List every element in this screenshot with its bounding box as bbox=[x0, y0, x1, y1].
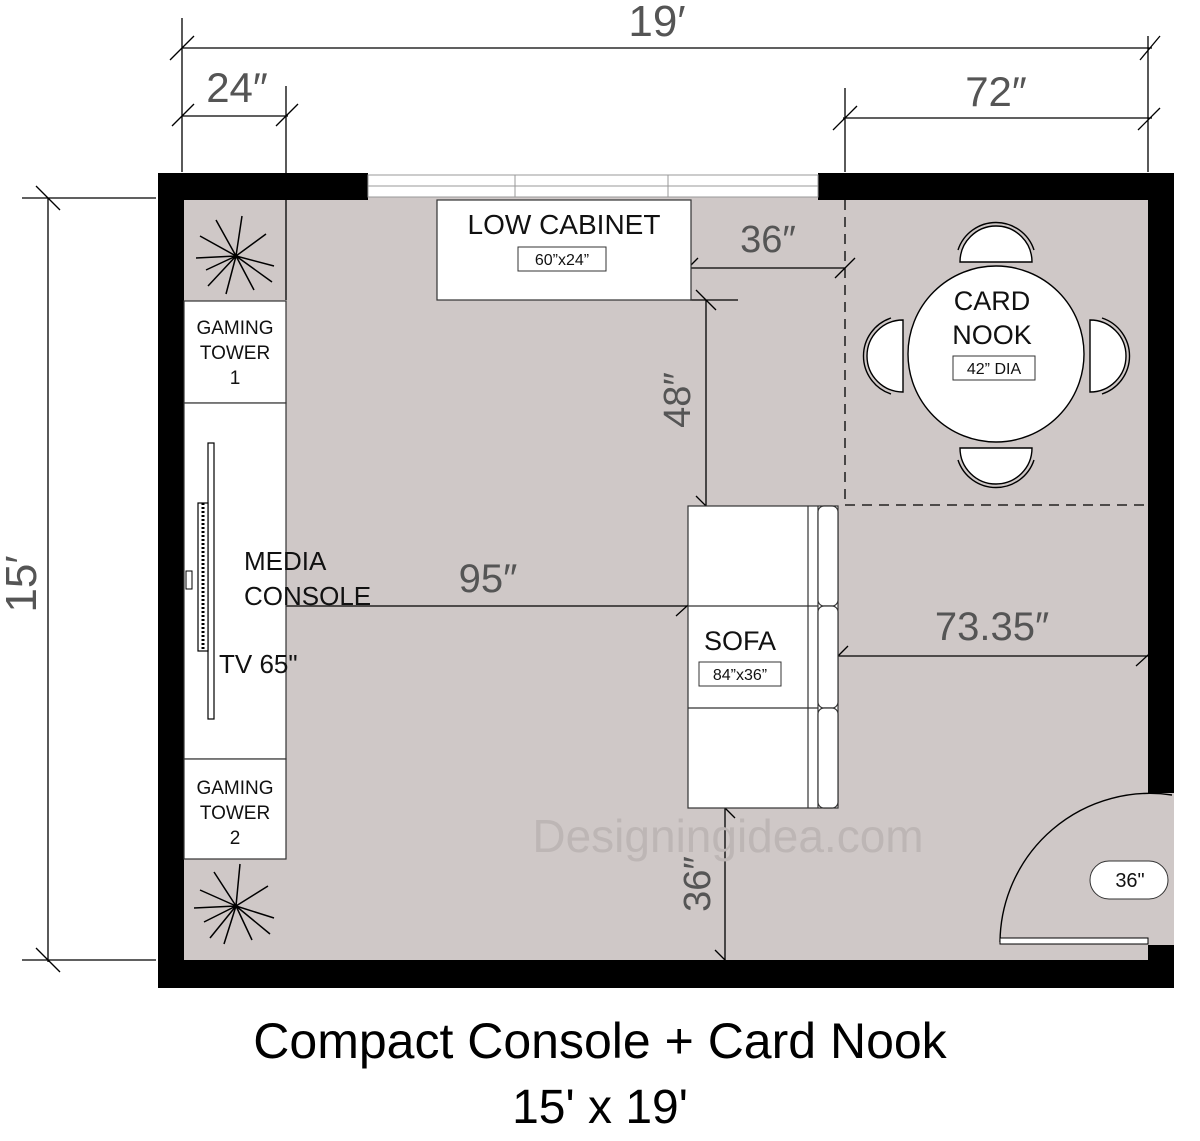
door: 36" bbox=[999, 792, 1174, 945]
dim-console-to-sofa: 95″ bbox=[459, 557, 518, 601]
chair-bottom bbox=[957, 447, 1035, 489]
card-table bbox=[907, 265, 1085, 443]
window bbox=[367, 174, 819, 198]
door-label-box bbox=[1089, 860, 1169, 900]
card-nook bbox=[862, 221, 1131, 489]
dim-left-tower-width: 24″ bbox=[206, 64, 268, 111]
chair-left bbox=[862, 317, 904, 395]
watermark: Designingidea.com bbox=[532, 810, 923, 862]
gaming-tower-2 bbox=[183, 758, 287, 860]
tv-label: TV 65" bbox=[219, 649, 298, 679]
dim-sofa-to-wall: 73.35″ bbox=[935, 605, 1049, 649]
gaming-tower-1 bbox=[183, 300, 287, 404]
media-console bbox=[183, 402, 287, 760]
plant-icon bbox=[193, 863, 275, 945]
card-nook-size: 42” DIA bbox=[967, 361, 1022, 378]
card-nook-label-line1: CARD bbox=[954, 286, 1031, 316]
media-wall: GAMING TOWER 1 MEDIA CONSOLE TV 65" GAMI… bbox=[183, 215, 371, 945]
sofa-size: 84”x36” bbox=[713, 667, 767, 684]
dim-overall-width: 19′ bbox=[628, 0, 685, 46]
dim-cabinet-to-sofa: 48″ bbox=[657, 372, 699, 428]
card-nook-size-box bbox=[952, 355, 1036, 381]
dimension-lines bbox=[22, 18, 1161, 973]
caption-title: Compact Console + Card Nook bbox=[253, 1013, 947, 1069]
low-cabinet: LOW CABINET 60”x24” bbox=[436, 199, 692, 301]
sofa-label: SOFA bbox=[704, 626, 776, 656]
dim-sofa-to-bottom-wall: 36″ bbox=[677, 856, 719, 912]
gaming-tower-2-line2: TOWER bbox=[200, 803, 270, 824]
chair-top bbox=[957, 221, 1035, 263]
dim-card-nook-width: 72″ bbox=[965, 68, 1027, 115]
door-label: 36" bbox=[1115, 870, 1144, 892]
tv-icon bbox=[185, 442, 215, 720]
gaming-tower-1-line3: 1 bbox=[230, 368, 241, 389]
low-cabinet-size-box bbox=[517, 246, 607, 272]
plant-icon bbox=[195, 215, 275, 295]
media-console-line2: CONSOLE bbox=[244, 581, 371, 611]
media-console-line1: MEDIA bbox=[244, 546, 327, 576]
chair-right bbox=[1089, 317, 1131, 395]
low-cabinet-size: 60”x24” bbox=[535, 252, 589, 269]
gaming-tower-1-line1: GAMING bbox=[196, 318, 273, 339]
low-cabinet-label: LOW CABINET bbox=[468, 209, 661, 240]
walls bbox=[158, 173, 1174, 988]
caption-subtitle: 15' x 19' bbox=[512, 1081, 688, 1134]
gaming-tower-1-line2: TOWER bbox=[200, 343, 270, 364]
sofa bbox=[687, 505, 839, 809]
dim-overall-height: 15′ bbox=[0, 555, 46, 612]
sofa-size-box bbox=[698, 661, 782, 687]
dim-cabinet-to-nook: 36″ bbox=[740, 219, 796, 261]
card-nook-label-line2: NOOK bbox=[952, 320, 1032, 350]
gaming-tower-2-line3: 2 bbox=[230, 828, 241, 849]
gaming-tower-2-line1: GAMING bbox=[196, 778, 273, 799]
